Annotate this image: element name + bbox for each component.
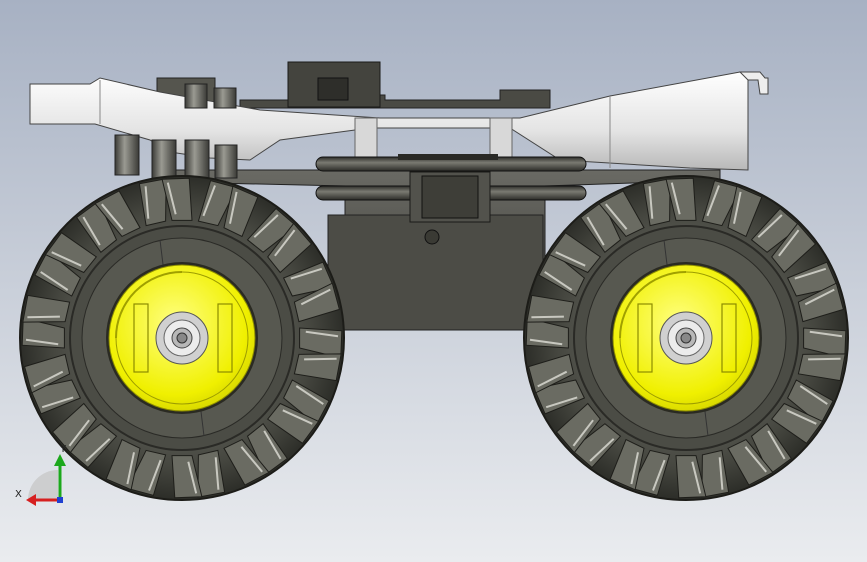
tread-highlight [295, 385, 324, 405]
tread-highlight [799, 385, 828, 405]
tread-highlight [804, 288, 835, 306]
tread-highlight [744, 446, 767, 473]
tread-highlight [706, 185, 720, 217]
tread-highlight [652, 459, 666, 491]
tread-highlight [148, 459, 162, 491]
tread-lug [727, 438, 774, 486]
tread-highlight [808, 357, 841, 361]
tread-lug [22, 294, 71, 323]
tread-highlight [253, 214, 279, 238]
tread-lug [527, 353, 575, 394]
tread-highlight [202, 185, 216, 217]
tread-highlight [144, 186, 150, 219]
tread-highlight [187, 461, 198, 494]
tread-highlight [101, 203, 124, 230]
tread-highlight [555, 251, 586, 267]
left-wheel[interactable] [19, 175, 345, 501]
tread-highlight [274, 229, 296, 257]
tread-highlight [589, 438, 615, 462]
tread-highlight [718, 457, 724, 490]
tread-highlight [282, 409, 313, 425]
tread-highlight [778, 229, 800, 257]
tread-lug [727, 185, 763, 238]
tread-lug [609, 438, 645, 491]
tread-highlight [214, 457, 220, 490]
tread-highlight [27, 315, 60, 319]
tread-highlight [757, 214, 783, 238]
tread-lug [548, 232, 602, 274]
tread-highlight [263, 430, 282, 460]
y-axis-label: Y [59, 444, 67, 455]
tread-lug [293, 353, 342, 382]
tread-highlight [33, 370, 64, 388]
triad-plane [28, 470, 58, 500]
tread-lug [771, 222, 817, 274]
tread-highlight [85, 438, 111, 462]
tread-highlight [691, 461, 702, 494]
tread-highlight [648, 186, 654, 219]
axle-rods[interactable] [315, 154, 587, 245]
tread-highlight [304, 357, 337, 361]
tread-lug [267, 222, 313, 274]
tread-highlight [300, 288, 331, 306]
tread-highlight [733, 191, 742, 224]
tread-highlight [126, 452, 135, 485]
axis-triad[interactable]: Y X [15, 444, 67, 506]
tread-highlight [586, 216, 605, 246]
tread-highlight [794, 267, 827, 280]
tread-lug [555, 402, 601, 454]
tread-lug [598, 190, 645, 238]
tread-lug [223, 438, 270, 486]
tread-highlight [68, 419, 90, 447]
tread-highlight [529, 338, 563, 346]
right-wheel[interactable] [523, 175, 849, 501]
tread-highlight [537, 370, 568, 388]
tread-highlight [41, 396, 74, 409]
tread-lug [23, 353, 71, 394]
tread-highlight [240, 446, 263, 473]
tread-lug [44, 232, 98, 274]
tire-treads [21, 177, 343, 499]
x-axis-arrowhead [26, 494, 36, 506]
tread-highlight [51, 251, 82, 267]
tread-highlight [25, 338, 59, 346]
tread-highlight [809, 330, 843, 338]
tread-lug [51, 402, 97, 454]
tread-highlight [531, 315, 564, 319]
x-axis-label: X [15, 489, 22, 500]
tread-lug [770, 402, 824, 444]
tread-lug [94, 190, 141, 238]
tread-lug [797, 353, 846, 382]
tread-lug [223, 185, 259, 238]
tread-highlight [630, 452, 639, 485]
tread-highlight [305, 330, 339, 338]
tread-highlight [670, 182, 681, 215]
tread-highlight [544, 271, 573, 291]
tread-highlight [290, 267, 323, 280]
tread-lug [105, 438, 141, 491]
tire-treads [525, 177, 847, 499]
tread-highlight [786, 409, 817, 425]
tread-highlight [166, 182, 177, 215]
tread-highlight [82, 216, 101, 246]
tread-lug [797, 282, 845, 323]
tread-highlight [40, 271, 69, 291]
tread-highlight [572, 419, 594, 447]
tread-lug [526, 294, 575, 323]
tread-lug [266, 402, 320, 444]
tread-highlight [229, 191, 238, 224]
tread-highlight [605, 203, 628, 230]
tread-lug [293, 282, 341, 323]
tread-highlight [767, 430, 786, 460]
tread-highlight [545, 396, 578, 409]
y-axis-arrowhead [54, 454, 66, 466]
z-axis-dot [57, 497, 63, 503]
